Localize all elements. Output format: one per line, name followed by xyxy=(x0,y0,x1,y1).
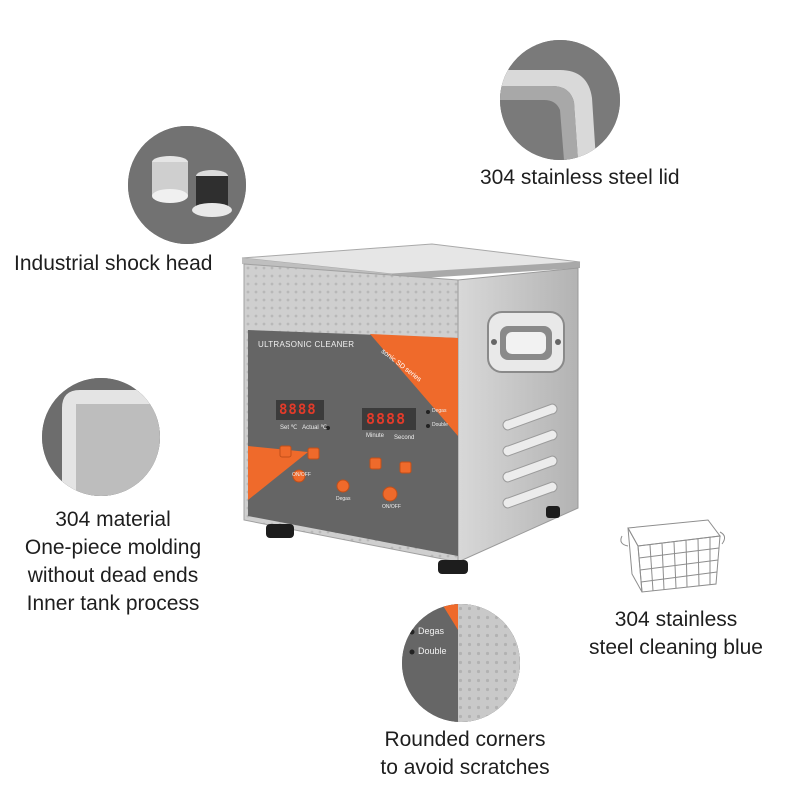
shock-head-callout-label: Industrial shock head xyxy=(14,250,212,278)
left-display: 8888 xyxy=(279,402,317,418)
corner-double-label: Double xyxy=(418,646,447,656)
right-display: 8888 xyxy=(366,410,407,428)
lid-callout-text: 304 stainless steel lid xyxy=(480,166,680,189)
material-line-2: One-piece molding xyxy=(24,536,202,559)
basket-detail xyxy=(616,506,726,596)
corners-callout-label: Rounded corners to avoid scratches xyxy=(360,726,570,782)
degas-button-label: Degas xyxy=(336,496,351,502)
panel-title: ULTRASONIC CLEANER xyxy=(258,340,355,349)
material-line-3: without dead ends xyxy=(27,564,199,587)
corner-degas-label: Degas xyxy=(418,626,445,636)
material-line-4: Inner tank process xyxy=(26,592,200,615)
shock-head-detail-circle xyxy=(128,126,246,244)
shock-head-callout-text: Industrial shock head xyxy=(14,252,213,275)
ultrasonic-cleaner: ULTRASONIC CLEANER sonic SD series 8888 … xyxy=(236,240,586,580)
corner-detail-circle: Degas Double xyxy=(402,604,520,722)
basket-line-2: steel cleaning blue xyxy=(589,636,763,659)
corner-detail-illustration xyxy=(402,604,520,722)
corners-line-2: to avoid scratches xyxy=(380,756,550,779)
left-units-label: Set ℃ Actual ℃ xyxy=(280,425,328,431)
second-label: Second xyxy=(394,435,415,441)
lid-detail-illustration xyxy=(500,40,620,160)
material-line-1: 304 material xyxy=(55,508,171,531)
lid-detail-circle xyxy=(500,40,620,160)
basket-line-1: 304 stainless xyxy=(614,608,738,631)
basket-callout-label: 304 stainless steel cleaning blue xyxy=(576,606,776,662)
onoff-right-label: ON/OFF xyxy=(382,504,401,510)
cleaning-basket-illustration xyxy=(620,519,726,593)
double-indicator-label: Double xyxy=(432,422,448,428)
onoff-left-label: ON/OFF xyxy=(292,472,311,478)
cleaner-body-illustration xyxy=(241,243,581,574)
minute-label: Minute xyxy=(366,433,385,439)
inner-tank-detail-circle xyxy=(42,378,160,496)
material-callout-label: 304 material One-piece molding without d… xyxy=(8,506,218,618)
corners-line-1: Rounded corners xyxy=(384,728,546,751)
degas-indicator-label: Degas xyxy=(432,408,447,414)
transducer-illustration xyxy=(128,126,246,244)
inner-tank-illustration xyxy=(42,378,160,496)
lid-callout-label: 304 stainless steel lid xyxy=(480,164,680,192)
